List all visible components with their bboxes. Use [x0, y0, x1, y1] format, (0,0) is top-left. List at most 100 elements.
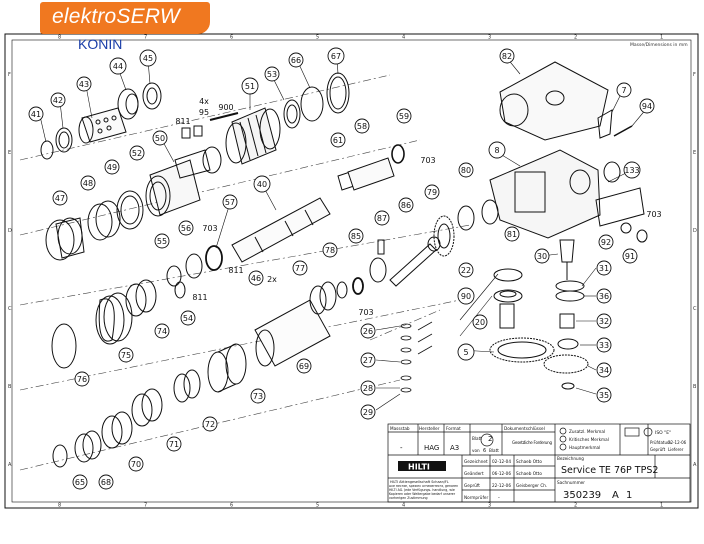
callout-circle — [596, 337, 612, 353]
callout-circle — [129, 145, 145, 161]
callout-number: 77 — [295, 264, 305, 273]
callout-circle — [74, 371, 90, 387]
geaendert-date: 06-12-06 — [492, 471, 511, 476]
callout-number: 30 — [537, 252, 547, 261]
geaendert-label: Geändert — [464, 471, 484, 476]
callout-number: 33 — [599, 341, 609, 350]
normpruefer-value: - — [498, 495, 500, 501]
callout-circle — [596, 260, 612, 276]
callout-number: 92 — [601, 238, 611, 247]
callout-circle — [222, 194, 238, 210]
callout-circle — [360, 404, 376, 420]
callout-71: 71 — [166, 436, 182, 452]
grid-col-7-top: 7 — [144, 35, 147, 41]
grid-col-1-top: 1 — [660, 35, 663, 41]
callout-circle — [296, 358, 312, 374]
callout-number: 75 — [121, 351, 131, 360]
callout-circle — [109, 57, 127, 75]
callout-circle — [398, 197, 414, 213]
callout-92: 92 — [598, 234, 614, 250]
callout-86: 86 — [398, 197, 414, 213]
callout-703d: 703 — [358, 308, 373, 317]
massstab-value: - — [400, 444, 403, 452]
callout-circle — [622, 248, 638, 264]
callout-number: 55 — [157, 237, 167, 246]
gepruef-label: Geprüft — [650, 447, 666, 452]
callout-circle — [288, 52, 304, 68]
callout-number: 81 — [507, 230, 517, 239]
grid-row-D-right: D — [693, 228, 697, 234]
callout-number: 20 — [475, 318, 485, 327]
callout-number: 52 — [132, 149, 142, 158]
callout-68: 68 — [98, 474, 114, 490]
callout-circle — [104, 159, 120, 175]
grid-col-6-top: 6 — [230, 35, 233, 41]
callout-circle — [250, 388, 266, 404]
callout-circle — [472, 314, 488, 330]
pruefdatum-label: Prüfdatum — [650, 440, 671, 445]
callout-7: 7 — [616, 82, 632, 98]
callout-703c: 703 — [646, 210, 661, 219]
callout-54: 54 — [180, 310, 196, 326]
callout-number: 900 — [218, 103, 233, 112]
brand-name: elektroSERW — [52, 5, 180, 28]
callout-number: 8 — [494, 146, 499, 155]
callout-circle — [28, 106, 44, 122]
sachnummer-label: Sachnummer — [557, 480, 585, 485]
callout-circle — [166, 436, 182, 452]
callout-703b: 703 — [420, 156, 435, 165]
callout-28: 28 — [360, 380, 376, 396]
inner-frame — [11, 39, 692, 503]
grid-col-8-bottom: 8 — [58, 503, 61, 509]
callout-number: 2x — [267, 275, 277, 284]
von-blatt-label: Blatt — [489, 448, 499, 453]
callout-32: 32 — [596, 313, 612, 329]
callout-number: 133 — [624, 166, 639, 175]
sheet-number: 1 — [626, 490, 632, 501]
title-block-text: Massstab - Hersteller HAG Format A3 Blat… — [389, 426, 687, 501]
callout-4x: 4x — [199, 97, 209, 106]
callout-number: 811 — [192, 293, 207, 302]
callout-circle — [348, 228, 364, 244]
callout-number: 26 — [363, 327, 373, 336]
callout-number: 87 — [377, 214, 387, 223]
legend-item-3: Hauptmerkmal — [569, 445, 600, 450]
bezeichnung-label: Bezeichnung — [557, 456, 584, 461]
callout-77: 77 — [292, 260, 308, 276]
callout-number: 57 — [225, 198, 235, 207]
callout-number: 28 — [363, 384, 373, 393]
callout-703a: 703 — [202, 224, 217, 233]
callout-number: 72 — [205, 420, 215, 429]
callout-circle — [152, 130, 168, 146]
callout-number: 53 — [267, 70, 277, 79]
callout-circle — [180, 310, 196, 326]
geprueft-date: 22-12-06 — [492, 483, 511, 488]
callout-61: 61 — [330, 132, 346, 148]
callout-circle — [98, 474, 114, 490]
callout-78: 78 — [322, 242, 338, 258]
callout-73: 73 — [250, 388, 266, 404]
callout-55: 55 — [154, 233, 170, 249]
callout-number: 86 — [401, 201, 411, 210]
callout-80: 80 — [458, 162, 474, 178]
callout-circle — [360, 323, 376, 339]
callout-34: 34 — [596, 362, 612, 378]
callout-number: 61 — [333, 136, 343, 145]
callout-circle — [154, 233, 170, 249]
callout-number: 59 — [399, 112, 409, 121]
callout-number: 811 — [175, 117, 190, 126]
callout-circle — [458, 262, 474, 278]
hersteller-value: HAG — [424, 444, 439, 452]
callout-circle — [499, 48, 515, 64]
callout-number: 49 — [107, 163, 117, 172]
callout-52: 52 — [129, 145, 145, 161]
callout-46: 46 — [248, 270, 264, 286]
callout-85: 85 — [348, 228, 364, 244]
callout-number: 40 — [257, 180, 267, 189]
callout-51: 51 — [241, 77, 259, 95]
callout-number: 22 — [461, 266, 471, 275]
callout-number: 703 — [358, 308, 373, 317]
callout-40: 40 — [253, 175, 271, 193]
callout-67: 67 — [327, 47, 345, 65]
